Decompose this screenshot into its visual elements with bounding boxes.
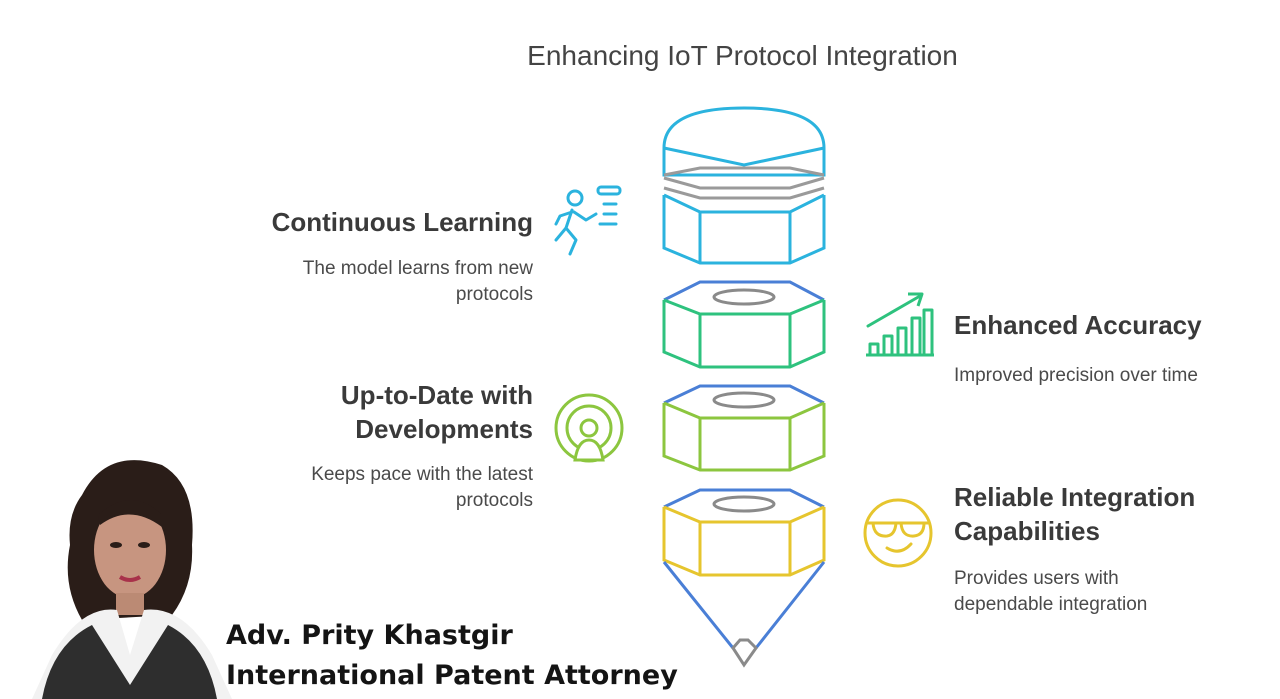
running-person-icon xyxy=(554,185,622,256)
up-to-date-desc-line2: protocols xyxy=(455,490,533,511)
continuous-learning-desc: The model learns from new protocols xyxy=(230,256,533,308)
up-to-date-desc-line1: Keeps pace with the latest xyxy=(311,464,533,485)
nut-yellow xyxy=(662,488,826,577)
pencil-tip xyxy=(662,561,826,668)
author-name: Adv. Prity Khastgir xyxy=(226,620,513,651)
reliable-integration-desc-line1: Provides users with xyxy=(954,568,1119,589)
nut-green xyxy=(662,280,826,369)
broadcast-person-icon xyxy=(554,393,624,463)
continuous-learning-heading: Continuous Learning xyxy=(271,207,533,237)
reliable-integration-desc-line2: dependable integration xyxy=(954,594,1148,615)
pencil-body-blue xyxy=(662,193,826,265)
reliable-integration-heading: Reliable Integration Capabilities xyxy=(954,480,1264,548)
author-role: International Patent Attorney xyxy=(226,660,678,691)
up-to-date-heading-line2: Developments xyxy=(355,414,533,444)
reliable-integration-desc: Provides users with dependable integrati… xyxy=(954,566,1264,618)
up-to-date-heading: Up-to-Date with Developments xyxy=(230,378,533,446)
enhanced-accuracy-desc: Improved precision over time xyxy=(954,365,1198,386)
reliable-integration-heading-line2: Capabilities xyxy=(954,516,1100,546)
diagram-title: Enhancing IoT Protocol Integration xyxy=(527,40,958,71)
pencil-ferrule xyxy=(663,166,825,200)
up-to-date-desc: Keeps pace with the latest protocols xyxy=(230,462,533,514)
author-portrait xyxy=(22,455,232,699)
nut-lime xyxy=(662,384,826,472)
continuous-learning-desc-line2: protocols xyxy=(455,284,533,305)
pencil-eraser xyxy=(662,106,826,177)
sunglasses-face-icon xyxy=(863,498,933,568)
reliable-integration-heading-line1: Reliable Integration xyxy=(954,482,1196,512)
growth-chart-icon xyxy=(866,292,934,357)
continuous-learning-desc-line1: The model learns from new xyxy=(302,258,533,279)
up-to-date-heading-line1: Up-to-Date with xyxy=(340,380,533,410)
enhanced-accuracy-heading: Enhanced Accuracy xyxy=(954,310,1202,340)
